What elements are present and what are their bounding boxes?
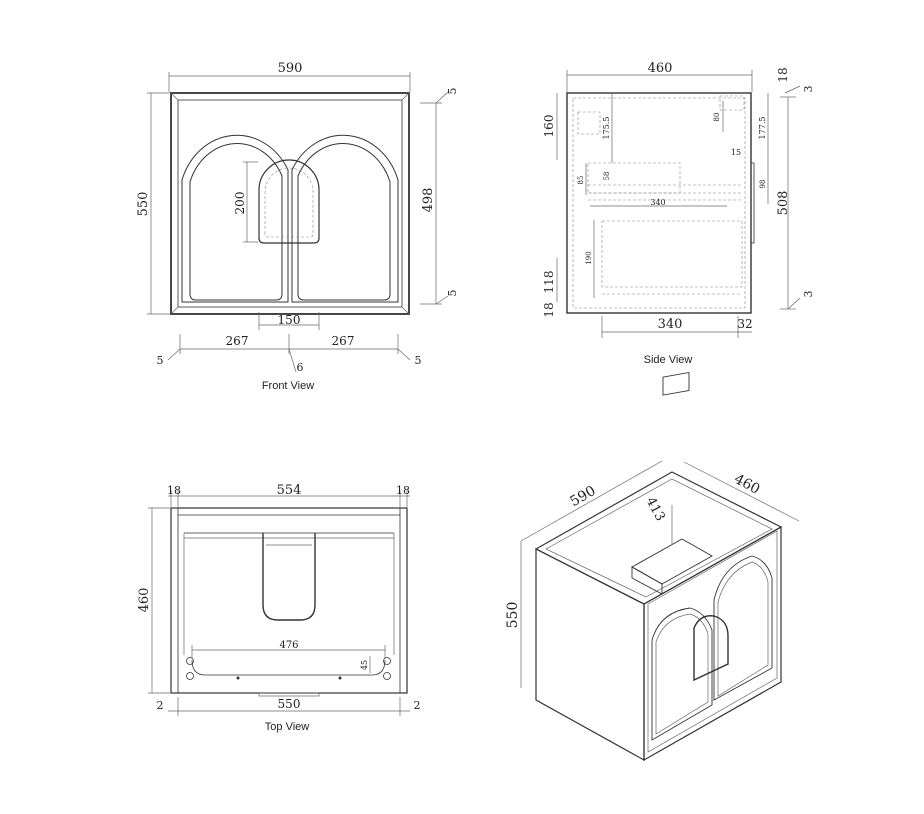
front-view: 590 550 498 5 5 200 150 267 267 5 6 5 Fr…: [136, 61, 459, 392]
iso-drawer-offset-label: 413: [643, 495, 668, 524]
side-view-caption: Side View: [644, 354, 693, 366]
drawer-85-label: 85: [577, 176, 585, 185]
side-door-height-label: 508: [776, 191, 791, 216]
top-door-width-label: 550: [278, 697, 301, 711]
drawer-depth-label: 340: [650, 198, 665, 207]
iso-depth-label: 460: [731, 471, 762, 498]
isometric-view: 590 460 550 413: [505, 371, 800, 762]
side-handle-height-label: 98: [759, 180, 767, 189]
top-inner-width-label: 554: [277, 483, 302, 498]
front-width-label: 590: [278, 61, 303, 76]
lower-compartment-label: 190: [585, 251, 593, 264]
right-gap-label: 5: [415, 354, 422, 367]
side-top-gap-label: 3: [802, 86, 815, 93]
front-view-caption: Front View: [262, 380, 314, 392]
drawer-top-offset-label: 175.5: [602, 117, 611, 140]
side-view: 460 18 3 508 3 160 175.5 58 85 340 80 17…: [542, 61, 815, 366]
left-gap-label: 5: [157, 354, 164, 367]
bottom-gap-label: 5: [446, 290, 459, 297]
top-left-panel-label: 18: [167, 484, 181, 497]
lower-offset-label: 118: [542, 271, 556, 294]
center-gap-label: 6: [297, 361, 304, 374]
right-offset-label: 177.5: [758, 117, 767, 140]
top-view-caption: Top View: [265, 721, 309, 733]
top-gap-label: 5: [446, 88, 459, 95]
handle-height-label: 200: [233, 192, 247, 215]
top-view: 18 554 18 460 476 45 2 550 2 Top View: [137, 483, 421, 733]
inner-rail-label: 476: [279, 640, 298, 651]
top-panel-label: 18: [776, 67, 790, 82]
door-height-label: 498: [421, 188, 436, 213]
left-door-width-label: 267: [226, 334, 249, 348]
front-height-label: 550: [136, 192, 151, 217]
upper-offset-label: 160: [542, 115, 556, 138]
bottom-panel-label: 18: [542, 302, 556, 317]
door-thickness-label: 32: [737, 317, 752, 331]
rail-depth-label: 45: [360, 660, 369, 670]
side-bottom-gap-label: 3: [802, 291, 815, 298]
bottom-depth-label: 340: [658, 317, 683, 332]
handle-width-label: 150: [278, 313, 301, 327]
bracket-height-label: 80: [713, 113, 721, 122]
top-left-gap-label: 2: [157, 699, 164, 712]
top-depth-label: 460: [137, 588, 152, 613]
handle-offset-label: 15: [731, 148, 741, 157]
right-door-width-label: 267: [332, 334, 355, 348]
top-right-panel-label: 18: [396, 484, 410, 497]
top-right-gap-label: 2: [414, 699, 421, 712]
side-depth-label: 460: [648, 61, 673, 76]
drawer-58-label: 58: [603, 172, 611, 181]
iso-height-label: 550: [505, 602, 521, 629]
